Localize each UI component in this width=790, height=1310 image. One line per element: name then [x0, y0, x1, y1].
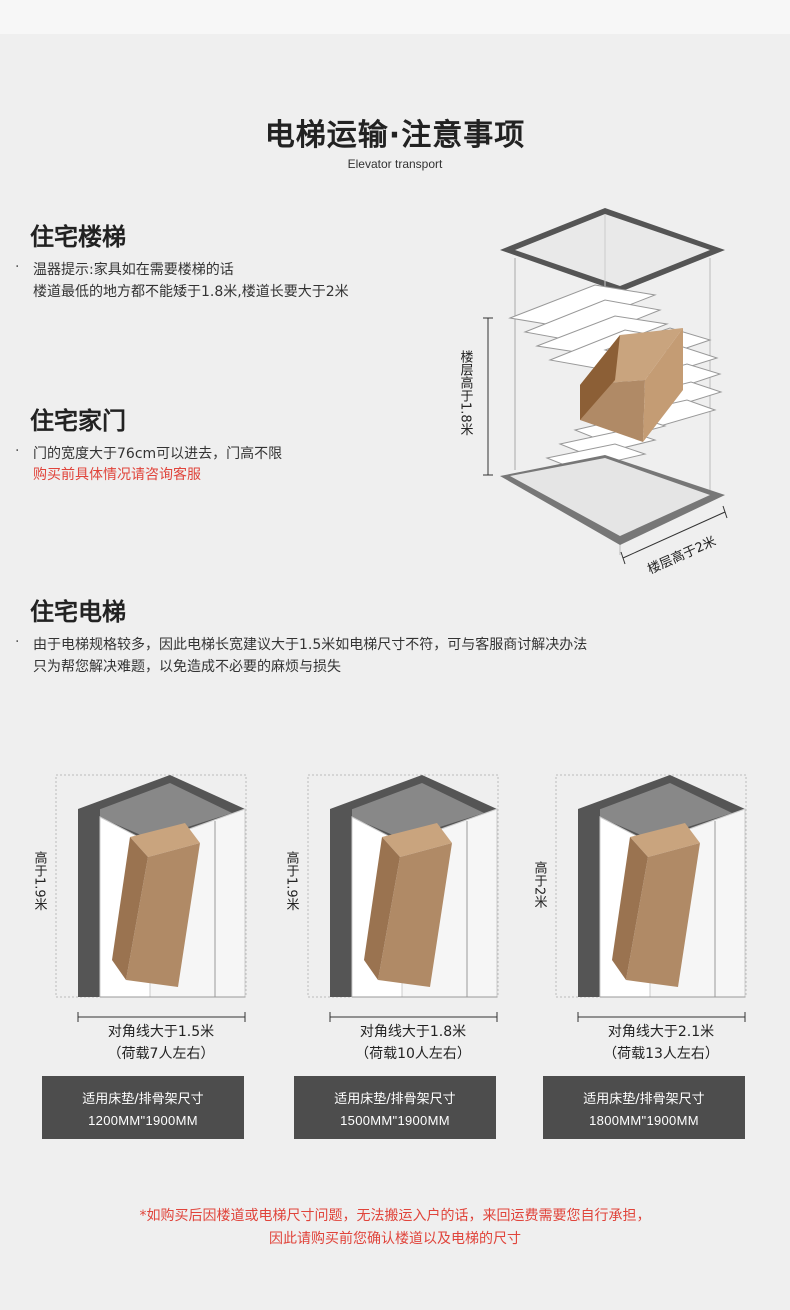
bullet-dot: ·	[15, 259, 20, 275]
elevator-3-diagonal: 对角线大于2.1米	[607, 1024, 715, 1040]
spec-size: 1800MM"1900MM	[589, 1113, 699, 1128]
elevator-illustration-1: 高于1.9米	[32, 774, 247, 1022]
page-title: 电梯运输·注意事项	[264, 118, 526, 153]
elevator-3-height-label: 高于2米	[532, 860, 548, 908]
footer-notice-line-1: *如购买后因楼道或电梯尺寸问题，无法搬运入户的话，来回运费需要您自行承担，	[139, 1208, 651, 1224]
spec-label: 适用床垫/排骨架尺寸	[583, 1092, 705, 1107]
elevator-illustration-2: 高于1.9米	[284, 774, 499, 1022]
elevator-line-2: 只为帮您解决难题，以免造成不必要的麻烦与损失	[33, 659, 341, 675]
page-subtitle: Elevator transport	[347, 157, 443, 171]
elevator-2-load: （荷载10人左右）	[355, 1046, 471, 1062]
spec-size: 1200MM"1900MM	[88, 1113, 198, 1128]
spec-box-1: 适用床垫/排骨架尺寸 1200MM"1900MM	[42, 1076, 244, 1139]
elevator-line-1: 由于电梯规格较多，因此电梯长宽建议大于1.5米如电梯尺寸不符，可与客服商讨解决办…	[33, 637, 588, 653]
spec-size: 1500MM"1900MM	[340, 1113, 450, 1128]
elevator-3-load: （荷载13人左右）	[603, 1046, 719, 1062]
elevator-2-diagonal: 对角线大于1.8米	[359, 1024, 467, 1040]
door-line-2-red: 购买前具体情况请咨询客服	[33, 467, 201, 483]
bullet-dot: ·	[15, 443, 20, 459]
top-strip	[0, 0, 790, 34]
spec-label: 适用床垫/排骨架尺寸	[82, 1092, 204, 1107]
section-title-door: 住宅家门	[30, 407, 126, 435]
section-title-stairs: 住宅楼梯	[30, 223, 126, 251]
elevator-2-height-label: 高于1.9米	[284, 850, 300, 911]
spec-box-2: 适用床垫/排骨架尺寸 1500MM"1900MM	[294, 1076, 496, 1139]
bullet-dot: ·	[15, 634, 20, 650]
elevator-1-diagonal: 对角线大于1.5米	[107, 1024, 215, 1040]
door-line-1: 门的宽度大于76cm可以进去，门高不限	[33, 446, 283, 462]
stairs-line-1: 温器提示:家具如在需要楼梯的话	[33, 262, 234, 278]
elevator-1-load: （荷载7人左右）	[107, 1046, 215, 1062]
elevator-1-height-label: 高于1.9米	[32, 850, 48, 911]
stair-length-label: 楼层高于2米	[645, 533, 718, 577]
footer-notice-line-2: 因此请购买前您确认楼道以及电梯的尺寸	[269, 1231, 521, 1247]
elevator-illustration-3: 高于2米	[532, 774, 747, 1022]
stairs-line-2: 楼道最低的地方都不能矮于1.8米,楼道长要大于2米	[33, 284, 349, 300]
spec-label: 适用床垫/排骨架尺寸	[334, 1092, 456, 1107]
spec-box-3: 适用床垫/排骨架尺寸 1800MM"1900MM	[543, 1076, 745, 1139]
staircase-illustration: 楼层高于1.8米 楼层高于2米	[458, 208, 728, 578]
stair-height-label: 楼层高于1.8米	[458, 350, 474, 436]
section-title-elevator: 住宅电梯	[30, 598, 126, 626]
